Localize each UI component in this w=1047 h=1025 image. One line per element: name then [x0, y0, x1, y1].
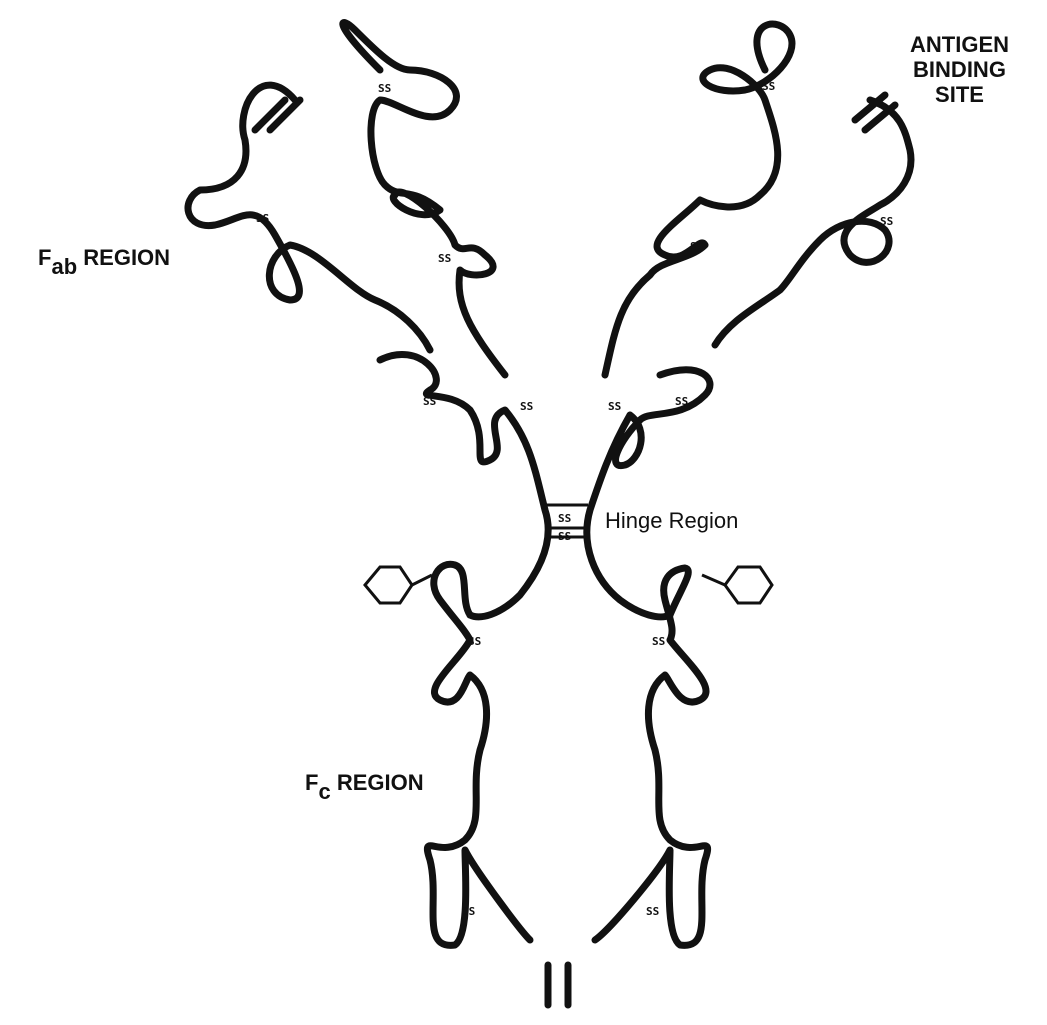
carbohydrate-right [702, 567, 772, 603]
ss-bond-label: SS [762, 80, 775, 93]
fab-region-word: REGION [83, 245, 170, 270]
ss-bond-label: SS [558, 530, 571, 543]
heavy-chain-right [587, 24, 792, 945]
ss-bond-label: SS [468, 635, 481, 648]
ss-bond-label: SS [608, 400, 621, 413]
ss-bond-label: SS [675, 395, 688, 408]
light-chain-left [188, 85, 430, 350]
ss-bond-label: SS [520, 400, 533, 413]
fab-f: F [38, 245, 51, 270]
fc-subscript: c [318, 779, 330, 804]
ss-bond-label: SS [423, 395, 436, 408]
antigen-line-1: ANTIGEN [910, 32, 1009, 57]
ss-bond-label: SS [652, 635, 665, 648]
ss-bond-label: SS [880, 215, 893, 228]
fc-region-word: REGION [337, 770, 424, 795]
antigen-line-3: SITE [910, 82, 1009, 107]
ss-bond-label: SS [256, 212, 269, 225]
ss-bond-label: SS [462, 905, 475, 918]
ss-bond-label: SS [378, 82, 391, 95]
antigen-binding-site-label: ANTIGEN BINDING SITE [910, 32, 1009, 107]
fc-region-label: Fc REGION [305, 770, 424, 796]
ss-bond-label: SS [438, 252, 451, 265]
fab-subscript: ab [51, 254, 77, 279]
carbohydrate-left [365, 567, 432, 603]
ss-bond-label: SS [646, 905, 659, 918]
fc-f: F [305, 770, 318, 795]
heavy-chain-left [343, 23, 548, 946]
ss-bond-label: SS [558, 512, 571, 525]
hinge-region-label: Hinge Region [605, 508, 738, 534]
fab-region-label: Fab REGION [38, 245, 170, 271]
antigen-binding-tips [255, 95, 895, 1005]
antigen-line-2: BINDING [910, 57, 1009, 82]
ss-bond-label: SS [690, 240, 703, 253]
